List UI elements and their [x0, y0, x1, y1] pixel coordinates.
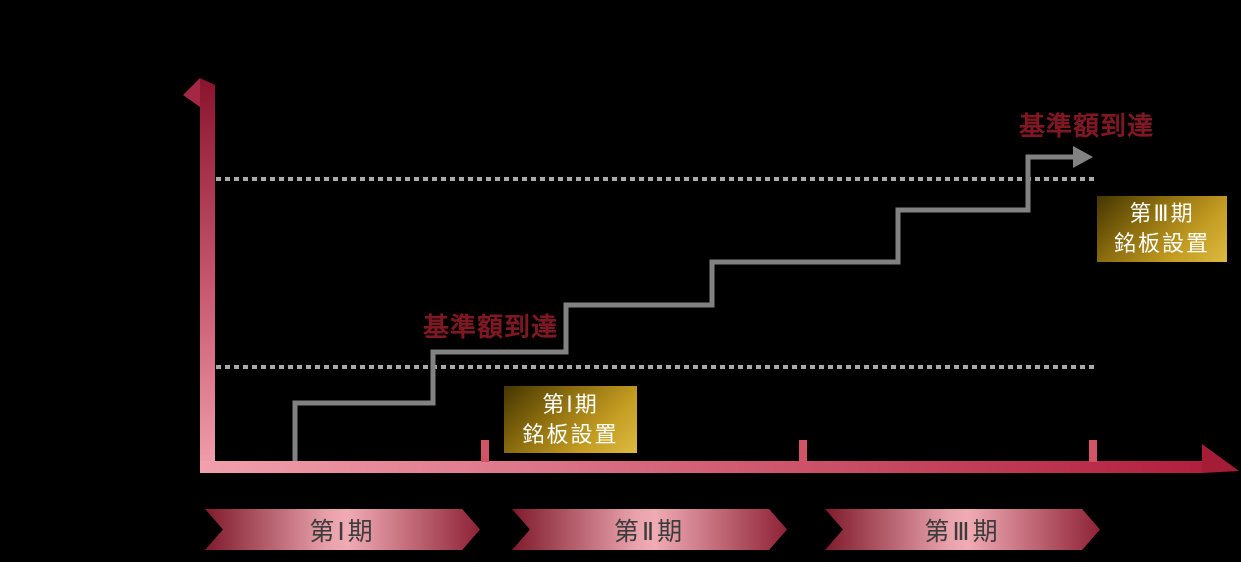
tick-mark-phase1-end [481, 440, 489, 462]
step-line [292, 154, 1075, 461]
nameplate-box-phase3: 第Ⅲ期 銘板設置 [1097, 196, 1227, 262]
nameplate-phase1-line1: 第Ⅰ期 [542, 391, 599, 417]
phase-banner-2-label: 第Ⅱ期 [613, 517, 686, 546]
nameplate-phase3-line2: 銘板設置 [1113, 231, 1210, 256]
milestone-label-upper: 基準額到達 [1019, 111, 1155, 141]
x-axis-bar [200, 461, 1202, 473]
x-axis-arrowhead-icon [1202, 444, 1239, 473]
nameplate-phase3-line1: 第Ⅲ期 [1129, 201, 1195, 226]
phase-banner-1: 第Ⅰ期 [205, 509, 480, 550]
phase-banner-3: 第Ⅲ期 [825, 509, 1100, 550]
tick-mark-phase3-end [1089, 440, 1097, 462]
phase-banner-1-label: 第Ⅰ期 [309, 517, 376, 546]
step-line-arrowhead-icon [1073, 146, 1093, 168]
nameplate-phase1-line2: 銘板設置 [522, 421, 619, 447]
milestone-label-lower: 基準額到達 [423, 312, 559, 342]
nameplate-box-phase1: 第Ⅰ期 銘板設置 [504, 386, 637, 453]
y-axis-bar [200, 78, 215, 473]
tick-mark-phase2-end [799, 440, 807, 462]
phase-banner-3-label: 第Ⅲ期 [924, 517, 1001, 546]
y-axis-arrowhead-icon [183, 78, 200, 107]
phase-banner-2: 第Ⅱ期 [512, 509, 787, 550]
